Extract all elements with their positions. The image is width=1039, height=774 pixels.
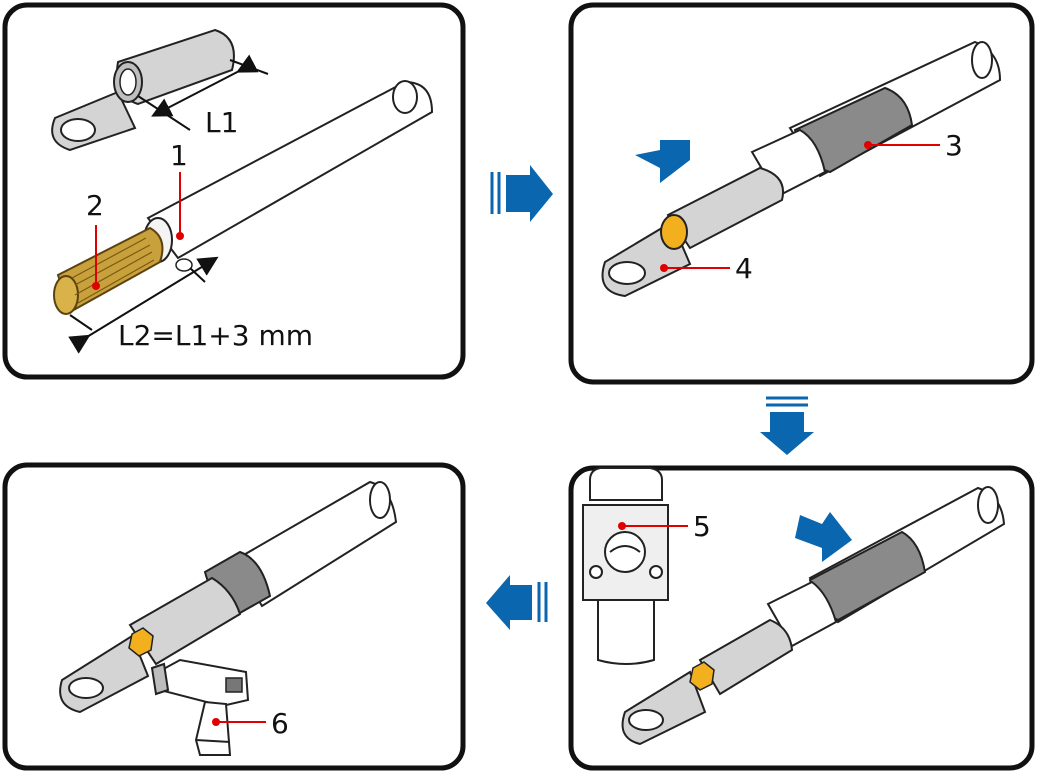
callout-5: 5 bbox=[618, 510, 711, 543]
callout-2-label: 2 bbox=[86, 189, 104, 222]
step-1-panel: L1 1 2 L2=L1+3 mm bbox=[2, 2, 466, 380]
heat-gun-icon bbox=[150, 658, 250, 756]
l1-dimension: L1 bbox=[137, 54, 269, 139]
callout-3-label: 3 bbox=[945, 129, 963, 162]
arrow-left-icon bbox=[486, 575, 548, 630]
push-arrow-icon bbox=[635, 140, 690, 183]
ot-terminal-lug bbox=[51, 28, 235, 152]
callout-6-label: 6 bbox=[271, 707, 289, 740]
arrow-right-icon bbox=[490, 165, 553, 222]
callout-4: 4 bbox=[660, 252, 753, 285]
cable-with-sleeve bbox=[750, 40, 1002, 198]
arrow-down-icon bbox=[760, 396, 814, 455]
callout-4-label: 4 bbox=[735, 252, 753, 285]
step-3-panel: 5 bbox=[568, 465, 1035, 771]
push-arrow-icon bbox=[795, 512, 852, 562]
finished-cable bbox=[59, 480, 398, 714]
crimping-tool-icon bbox=[582, 467, 669, 665]
callout-6: 6 bbox=[212, 707, 289, 740]
l2-label: L2=L1+3 mm bbox=[118, 319, 313, 352]
terminal-lug-on-cable bbox=[601, 166, 784, 298]
callout-1: 1 bbox=[170, 139, 188, 240]
step-2-panel: 3 4 bbox=[568, 2, 1035, 385]
callout-5-label: 5 bbox=[693, 510, 711, 543]
l1-label: L1 bbox=[205, 106, 238, 139]
l2-dimension: L2=L1+3 mm bbox=[68, 256, 313, 354]
step-4-panel: 6 bbox=[2, 462, 466, 771]
crimped-cable bbox=[621, 486, 1006, 746]
callout-3: 3 bbox=[864, 129, 963, 162]
callout-1-label: 1 bbox=[170, 139, 188, 172]
